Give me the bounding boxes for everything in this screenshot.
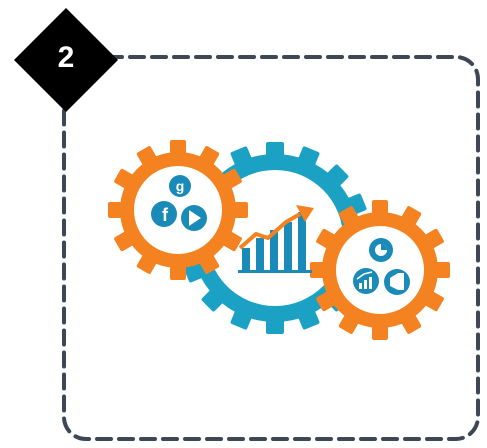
line-chart-icon: [353, 268, 379, 294]
google-plus-icon: g: [169, 175, 191, 197]
bar-chart-trend-icon: [238, 212, 312, 273]
step-badge: [14, 8, 118, 112]
facebook-icon: f: [151, 201, 177, 227]
trend-arrow-icon: [238, 205, 314, 250]
megaphone-icon: [384, 269, 410, 295]
svg-text:g: g: [176, 178, 185, 194]
step-number: 2: [57, 41, 75, 74]
play-icon: [181, 205, 207, 231]
left-orange-gear: [108, 140, 248, 280]
pie-chart-icon: [369, 238, 393, 262]
svg-text:f: f: [162, 205, 169, 225]
